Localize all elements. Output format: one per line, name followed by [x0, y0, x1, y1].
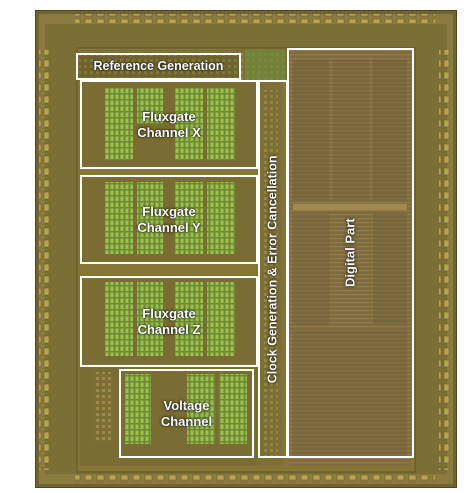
voltage-channel-circuit — [80, 366, 260, 466]
reference-generation-label: Reference Generation — [93, 59, 224, 74]
fluxgate-channel-z-label: Fluxgate Channel Z — [137, 306, 201, 337]
channel-z-circuit — [80, 276, 260, 364]
clock-generation-label: Clock Generation & Error Cancellation — [265, 155, 280, 383]
chip-die-photo — [35, 10, 457, 488]
fluxgate-channel-y-label: Fluxgate Channel Y — [137, 204, 201, 235]
fluxgate-channel-z-block: Fluxgate Channel Z — [80, 276, 258, 367]
digital-circuit — [289, 50, 411, 466]
digital-part-label: Digital Part — [342, 218, 358, 288]
digital-part-block: Digital Part — [287, 48, 414, 458]
channel-x-circuit — [80, 82, 260, 168]
voltage-channel-block: Voltage Channel — [119, 369, 254, 458]
fluxgate-channel-x-label: Fluxgate Channel X — [137, 109, 201, 140]
clock-generation-block: Clock Generation & Error Cancellation — [258, 80, 288, 458]
reference-generation-block: Reference Generation — [76, 53, 241, 80]
channel-y-circuit — [80, 176, 260, 262]
fluxgate-channel-y-block: Fluxgate Channel Y — [80, 175, 258, 264]
fluxgate-channel-x-block: Fluxgate Channel X — [80, 80, 258, 169]
voltage-channel-label: Voltage Channel — [160, 398, 213, 429]
